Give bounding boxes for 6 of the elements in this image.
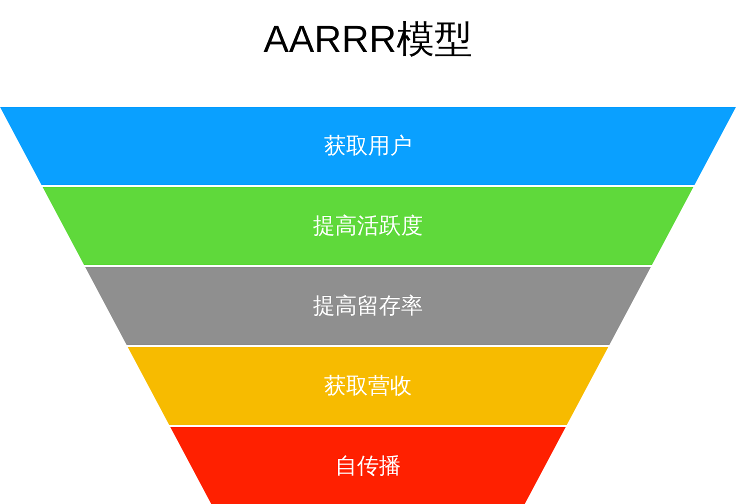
- stage-label: 提高活跃度: [313, 212, 423, 240]
- stage-label: 获取用户: [324, 132, 412, 160]
- stage-label: 提高留存率: [313, 292, 423, 320]
- diagram-title: AARRR模型: [263, 18, 473, 63]
- stage-label: 获取营收: [324, 372, 412, 400]
- stage-label: 自传播: [335, 452, 401, 480]
